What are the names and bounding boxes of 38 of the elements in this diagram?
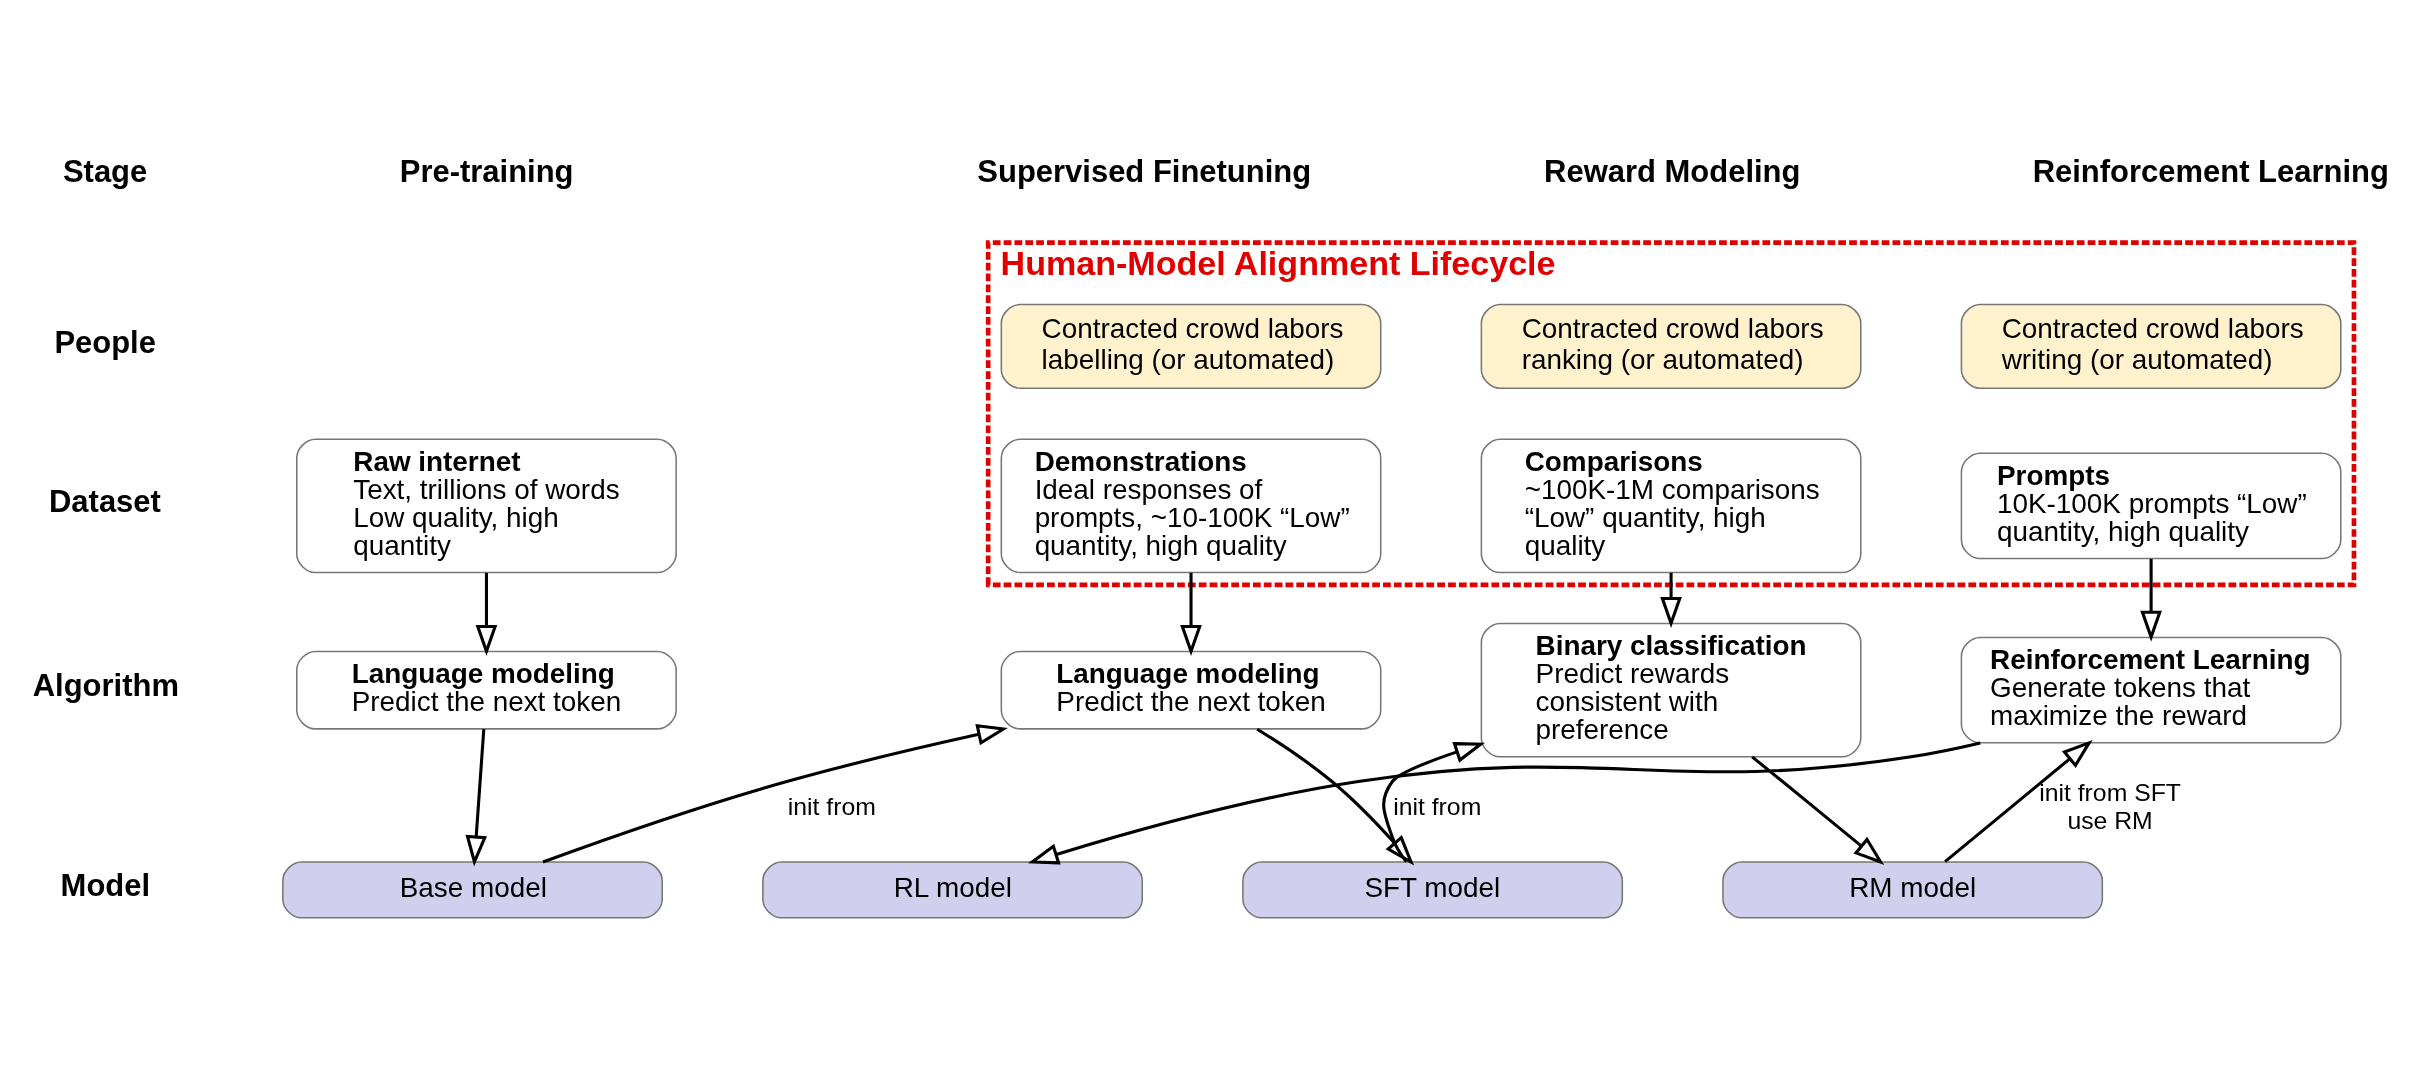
arrow <box>1944 739 2093 863</box>
node-box: Contracted crowd labors ranking (or automated) <box>1480 303 1862 389</box>
label: Dataset <box>49 483 161 519</box>
node-box: Base model <box>282 860 663 919</box>
node-box: Comparisons ~100K-1M comparisons “Low” quantity, high quality <box>1480 438 1862 573</box>
node-box: Binary classification Predict rewards consistent with preference <box>1480 622 1862 758</box>
node-box: Contracted crowd labors writing (or automated) <box>1960 303 2342 389</box>
arrow <box>1027 740 1981 865</box>
arrow <box>1382 741 1486 863</box>
node-box: Contracted crowd labors labelling (or automated) <box>1000 303 1382 389</box>
node-box: Language modeling Predict the next token <box>296 650 677 730</box>
edge-label: init from <box>1393 792 1482 820</box>
node-box: Prompts 10K-100K prompts “Low” quantity, high quality <box>1960 451 2342 559</box>
edge-label: init from <box>787 792 876 820</box>
arrow <box>2140 558 2162 642</box>
edge-label: init from SFT use RM <box>2039 778 2181 834</box>
arrow <box>1256 727 1415 866</box>
node-box: RM model <box>1722 860 2104 919</box>
node-box: RL model <box>762 860 1144 919</box>
node-box: Reinforcement Learning Generate tokens that maximize the reward <box>1960 636 2342 744</box>
node-box: Demonstrations Ideal responses of prompts, ~10-100K “Low” quantity, high quality <box>1000 438 1382 573</box>
label: Reinforcement Learning <box>2032 153 2389 189</box>
arrow <box>475 572 498 656</box>
node-box: Raw internet Text, trillions of words Low quality, high quantity <box>296 438 677 573</box>
arrow <box>1180 572 1202 656</box>
label: People <box>54 324 156 360</box>
label: Model <box>60 867 151 903</box>
arrow <box>465 728 488 866</box>
label: Algorithm <box>32 667 179 703</box>
label: Stage <box>62 153 148 189</box>
label: Reward Modeling <box>1544 153 1801 189</box>
arrow <box>542 723 1008 863</box>
node-box: Language modeling Predict the next token <box>1000 650 1382 730</box>
node-box: SFT model <box>1242 860 1624 919</box>
arrow <box>1660 572 1682 628</box>
label: Pre-training <box>399 153 574 189</box>
arrow <box>1751 755 1885 865</box>
label: Supervised Finetuning <box>977 153 1312 189</box>
